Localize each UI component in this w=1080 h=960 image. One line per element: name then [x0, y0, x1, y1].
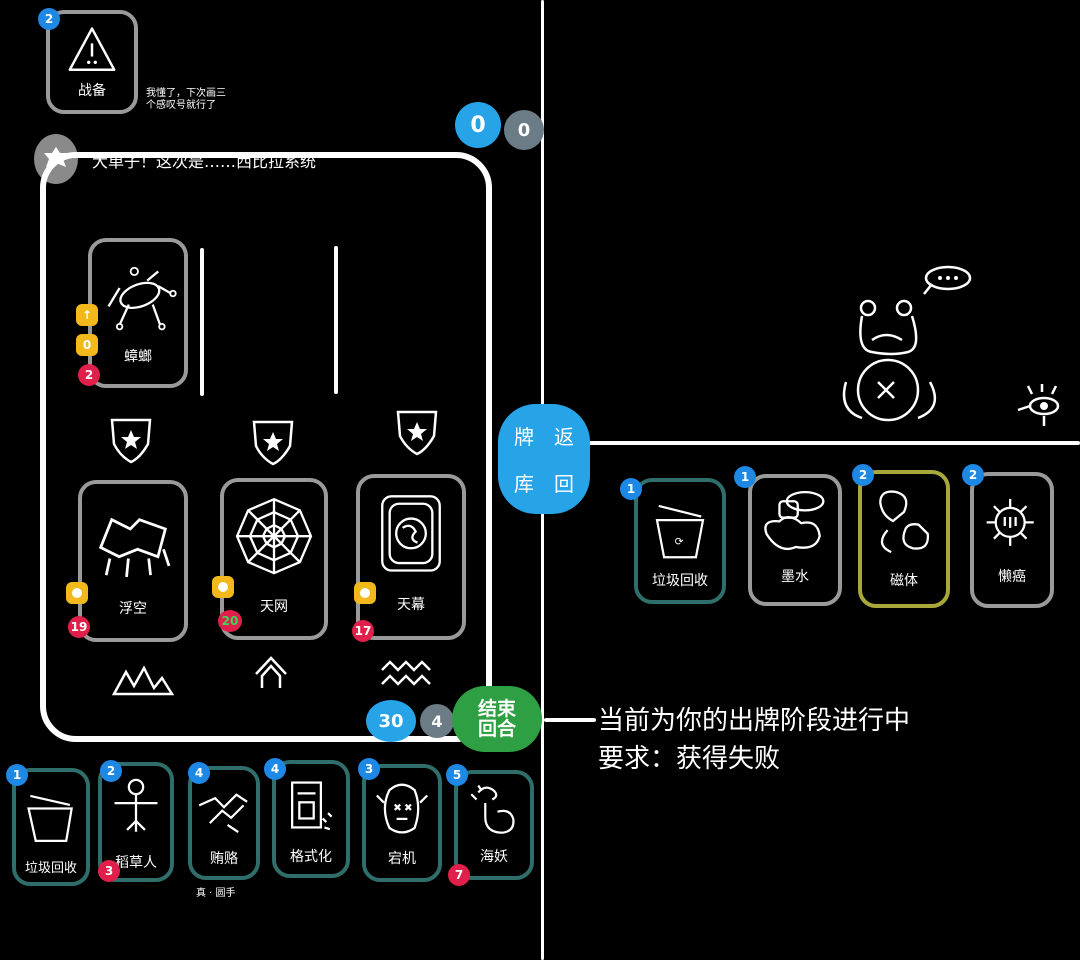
- card-cost-badge: 2: [38, 8, 60, 30]
- slot-hp-badge: 20: [218, 610, 242, 632]
- empty-slot-line: [334, 246, 338, 394]
- magnet-icon: [862, 482, 946, 560]
- return-char: 回: [554, 472, 574, 496]
- enemy-card-cockroach[interactable]: 蟑螂: [88, 238, 188, 388]
- svg-text:⟳: ⟳: [675, 535, 684, 548]
- shield-star-icon: [250, 416, 296, 466]
- end-turn-button[interactable]: 结束 回合: [452, 686, 542, 752]
- card-label: 垃圾回收: [652, 573, 708, 589]
- card-extra-badge: 7: [448, 864, 470, 886]
- wave-terrain-icon: [380, 658, 432, 688]
- hand-card-format[interactable]: 格式化: [272, 760, 350, 878]
- recycle-bin-icon: ⟳: [638, 490, 722, 561]
- status-connector-line: [544, 718, 596, 722]
- phase-status: 当前为你的出牌阶段进行中 要求：获得失败: [598, 702, 910, 778]
- board-card-skyscreen[interactable]: 天幕: [356, 474, 466, 640]
- card-label: 海妖: [480, 849, 508, 865]
- score-counter: 30: [366, 700, 416, 742]
- slot-hp-badge: 19: [68, 616, 90, 638]
- ink-blot-icon: [752, 486, 838, 560]
- card-label: 天网: [260, 599, 288, 615]
- document-format-icon: [276, 772, 346, 838]
- card-extra-badge: 3: [98, 860, 120, 882]
- eye-icon: [1014, 380, 1066, 428]
- opponent-card-ink[interactable]: 墨水: [748, 474, 842, 606]
- cockroach-icon: [92, 250, 184, 335]
- end-turn-line2: 回合: [477, 718, 516, 740]
- opponent-card-magnet[interactable]: 磁体: [858, 470, 950, 608]
- card-label: 格式化: [290, 849, 332, 865]
- card-cost-badge: 2: [852, 464, 874, 486]
- enemy-armor-badge: 0: [76, 334, 98, 356]
- hand-card-garbage[interactable]: 垃圾回收: [12, 768, 90, 886]
- horizontal-divider: [588, 441, 1080, 445]
- warning-triangle-icon: [50, 22, 134, 80]
- slot-power-badge: [212, 576, 234, 598]
- floating-drone-icon: [82, 492, 184, 584]
- mountain-terrain-icon: [111, 664, 175, 698]
- card-label: 蟑螂: [124, 349, 152, 365]
- counter-zero-a: 0: [455, 102, 501, 148]
- requirement-line: 要求：获得失败: [598, 744, 781, 774]
- card-label: 垃圾回收: [24, 861, 77, 876]
- shield-star-icon: [394, 406, 440, 456]
- counter-zero-b: 0: [504, 110, 544, 150]
- empty-slot-line: [200, 248, 204, 396]
- card-label: 贿赂: [210, 851, 238, 867]
- siren-tentacle-icon: [458, 782, 530, 843]
- turn-counter: 4: [420, 704, 454, 738]
- card-label: 浮空: [119, 601, 147, 617]
- opponent-frog-character-icon: [832, 290, 952, 430]
- return-char: 牌: [514, 425, 534, 449]
- card-cost-badge: 3: [358, 758, 380, 780]
- card-cost-badge: 5: [446, 764, 468, 786]
- return-to-deck-button[interactable]: 牌 返 库 回: [498, 404, 590, 514]
- card-cost-badge: 1: [734, 466, 756, 488]
- opponent-card-lazy[interactable]: 懒癌: [970, 472, 1054, 608]
- opponent-card-garbage[interactable]: ⟳ 垃圾回收: [634, 478, 726, 604]
- tooltip-note: 我懂了，下次画三 个感叹号就行了: [146, 88, 226, 111]
- hand-card-bribe[interactable]: 贿赂: [188, 766, 260, 880]
- card-label: 磁体: [890, 573, 918, 589]
- card-cost-badge: 2: [962, 464, 984, 486]
- card-label: 墨水: [781, 569, 809, 585]
- card-cost-badge: 4: [188, 762, 210, 784]
- dead-potato-icon: [366, 776, 438, 842]
- recycle-bin-icon: [16, 780, 86, 846]
- speech-bubble-icon: [918, 264, 974, 296]
- play-area-border: [40, 152, 492, 742]
- scarecrow-icon: [102, 774, 170, 841]
- roof-terrain-icon: [252, 652, 290, 690]
- card-label: 宕机: [388, 851, 416, 867]
- hand-card-siren[interactable]: 海妖: [454, 770, 534, 880]
- spiderweb-icon: [224, 490, 324, 582]
- phase-line: 当前为你的出牌阶段进行中: [598, 706, 911, 736]
- card-zhanbei[interactable]: 战备: [46, 10, 138, 114]
- enemy-attack-badge: ↑: [76, 304, 98, 326]
- virus-icon: [974, 484, 1050, 561]
- enemy-hp-badge: 2: [78, 364, 100, 386]
- hand-card-crash[interactable]: 宕机: [362, 764, 442, 882]
- globe-screen-icon: [360, 486, 462, 581]
- shield-star-icon: [108, 414, 154, 464]
- return-char: 返: [554, 425, 574, 449]
- card-cost-badge: 2: [100, 760, 122, 782]
- slot-hp-badge: 17: [352, 620, 374, 642]
- card-label: 战备: [78, 83, 106, 99]
- card-cost-badge: 1: [620, 478, 642, 500]
- card-cost-badge: 4: [264, 758, 286, 780]
- slot-power-badge: [354, 582, 376, 604]
- card-cost-badge: 1: [6, 764, 28, 786]
- hand-footnote: 真 · 圆手: [196, 888, 236, 899]
- card-label: 稻草人: [115, 855, 157, 871]
- return-char: 库: [514, 472, 534, 496]
- card-label: 懒癌: [998, 569, 1026, 585]
- board-card-float[interactable]: 浮空: [78, 480, 188, 642]
- end-turn-line1: 结束: [477, 698, 516, 720]
- handshake-icon: [192, 778, 256, 842]
- card-label: 天幕: [397, 597, 425, 613]
- slot-power-badge: [66, 582, 88, 604]
